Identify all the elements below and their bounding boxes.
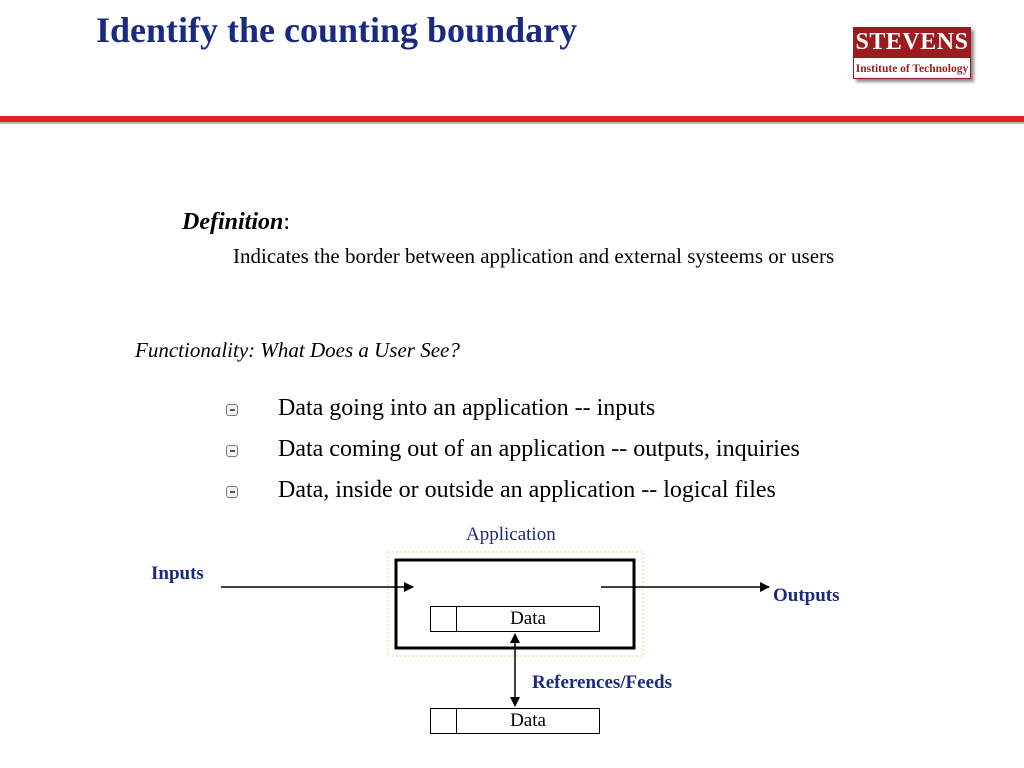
inputs-label: Inputs <box>151 563 204 584</box>
slide-title: Identify the counting boundary <box>96 10 578 50</box>
header-divider <box>0 116 1024 122</box>
functionality-heading: Functionality: What Does a User See? <box>135 338 460 362</box>
definition-text: Indicates the border between application… <box>233 244 835 268</box>
logo-name: STEVENS <box>853 27 971 57</box>
internal-data-store: Data <box>430 606 600 632</box>
bullet-text: Data coming out of an application -- out… <box>278 436 800 462</box>
data-store-cell <box>431 607 457 631</box>
bullet-icon <box>226 445 238 457</box>
bullet-icon <box>226 486 238 498</box>
definition-term: Definition <box>182 209 284 235</box>
external-data-store: Data <box>430 708 600 734</box>
bullet-icon <box>226 404 238 416</box>
data-store-cell <box>431 709 457 733</box>
bullet-text: Data going into an application -- inputs <box>278 395 656 421</box>
data-store-label: Data <box>510 608 546 629</box>
header-divider-shadow <box>0 122 1024 124</box>
outputs-label: Outputs <box>773 585 840 606</box>
bullet-text: Data, inside or outside an application -… <box>278 477 776 503</box>
application-boundary-highlight <box>387 551 644 657</box>
references-feeds-label: References/Feeds <box>532 672 672 693</box>
logo-subtitle: Institute of Technology <box>853 57 971 79</box>
definition-heading: Definition: <box>182 206 290 238</box>
data-store-label: Data <box>510 710 546 731</box>
definition-colon: : <box>283 209 291 235</box>
stevens-logo: STEVENS Institute of Technology <box>853 27 971 79</box>
application-label: Application <box>466 524 556 545</box>
